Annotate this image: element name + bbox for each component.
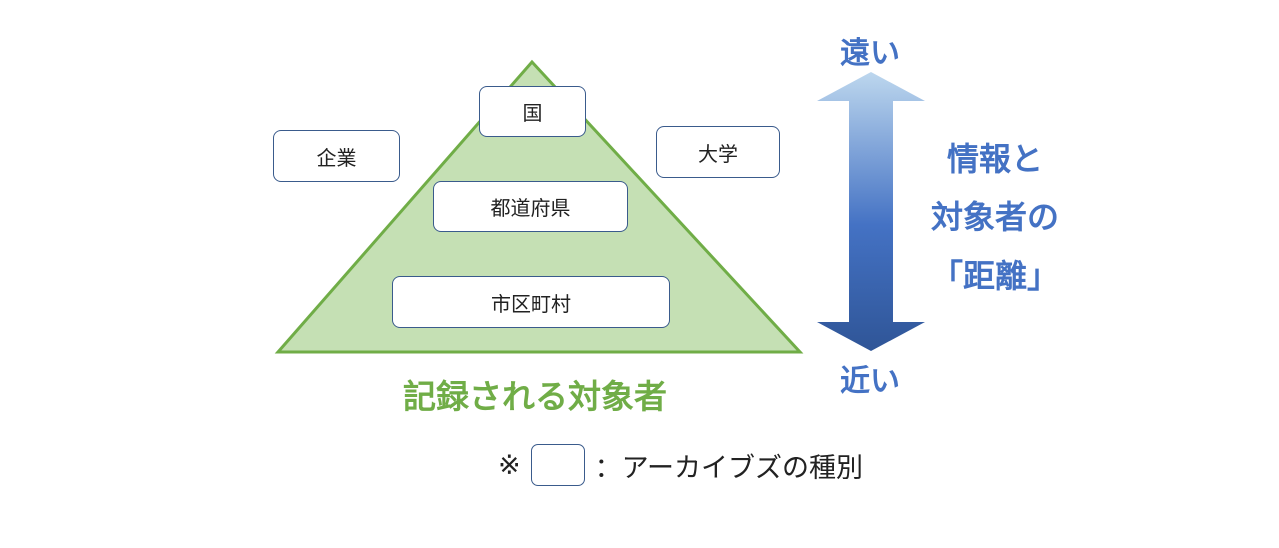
university-box: 大学: [656, 126, 780, 178]
university-label: 大学: [698, 141, 738, 166]
legend-box-sample: [530, 444, 585, 486]
distance-double-arrow: [817, 72, 925, 351]
near-label: 近い: [840, 364, 900, 399]
level-box-national: 国: [479, 86, 586, 137]
corporate-box: 企業: [273, 130, 400, 182]
distance-description-line-3: 「距離」: [930, 257, 1059, 295]
distance-description-line-2: 対象者の: [930, 198, 1059, 236]
note-mark: ※: [498, 449, 521, 481]
level-label-municipality: 市区町村: [491, 291, 571, 316]
legend-note: ※ ：アーカイブズの種別: [498, 444, 863, 486]
note-text: ：アーカイブズの種別: [594, 452, 864, 484]
far-label: 遠い: [840, 36, 900, 71]
pyramid-caption: 記録される対象者: [403, 377, 667, 416]
level-box-prefecture: 都道府県: [433, 181, 628, 232]
level-label-prefecture: 都道府県: [490, 196, 571, 220]
distance-description-line-1: 情報と: [946, 140, 1043, 178]
level-box-municipality: 市区町村: [392, 276, 670, 328]
corporate-label: 企業: [316, 145, 357, 170]
level-label-national: 国: [522, 101, 543, 125]
